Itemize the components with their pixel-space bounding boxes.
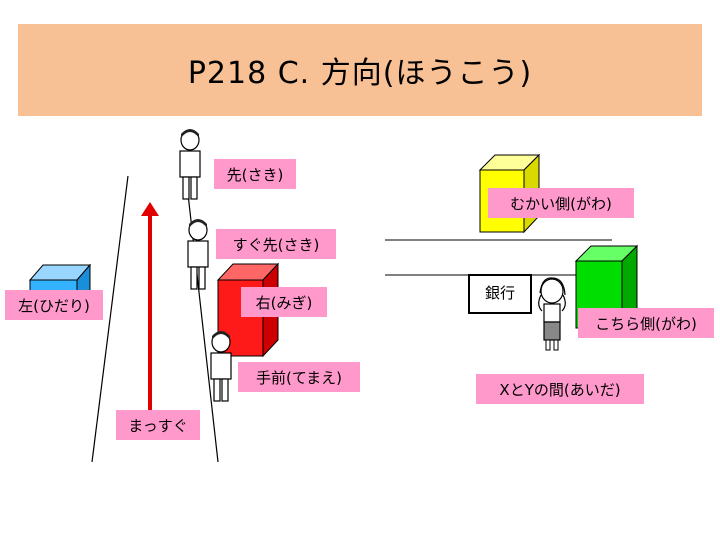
- arrow-up-icon: [141, 202, 159, 410]
- label-kochiragawa: こちら側(がわ): [578, 308, 714, 338]
- person-icon: [210, 331, 232, 402]
- road-left-line: [91, 175, 129, 463]
- title-bar: P218 C. 方向(ほうこう): [18, 24, 702, 116]
- label-massugu: まっすぐ: [116, 410, 200, 440]
- slide-title: P218 C. 方向(ほうこう): [187, 56, 533, 91]
- label-xy-aida: XとYの間(あいだ): [476, 374, 644, 404]
- person-icon: [187, 219, 209, 290]
- label-mukaigawa: むかい側(がわ): [488, 188, 634, 218]
- label-temae: 手前(てまえ): [238, 362, 360, 392]
- bank-sign: 銀行: [468, 274, 532, 314]
- label-sugusaki: すぐ先(さき): [216, 229, 336, 259]
- label-saki: 先(さき): [214, 159, 296, 189]
- label-hidari: 左(ひだり): [5, 290, 103, 320]
- girl-icon: [538, 277, 566, 351]
- person-icon: [179, 129, 201, 200]
- label-migi: 右(みぎ): [241, 287, 327, 317]
